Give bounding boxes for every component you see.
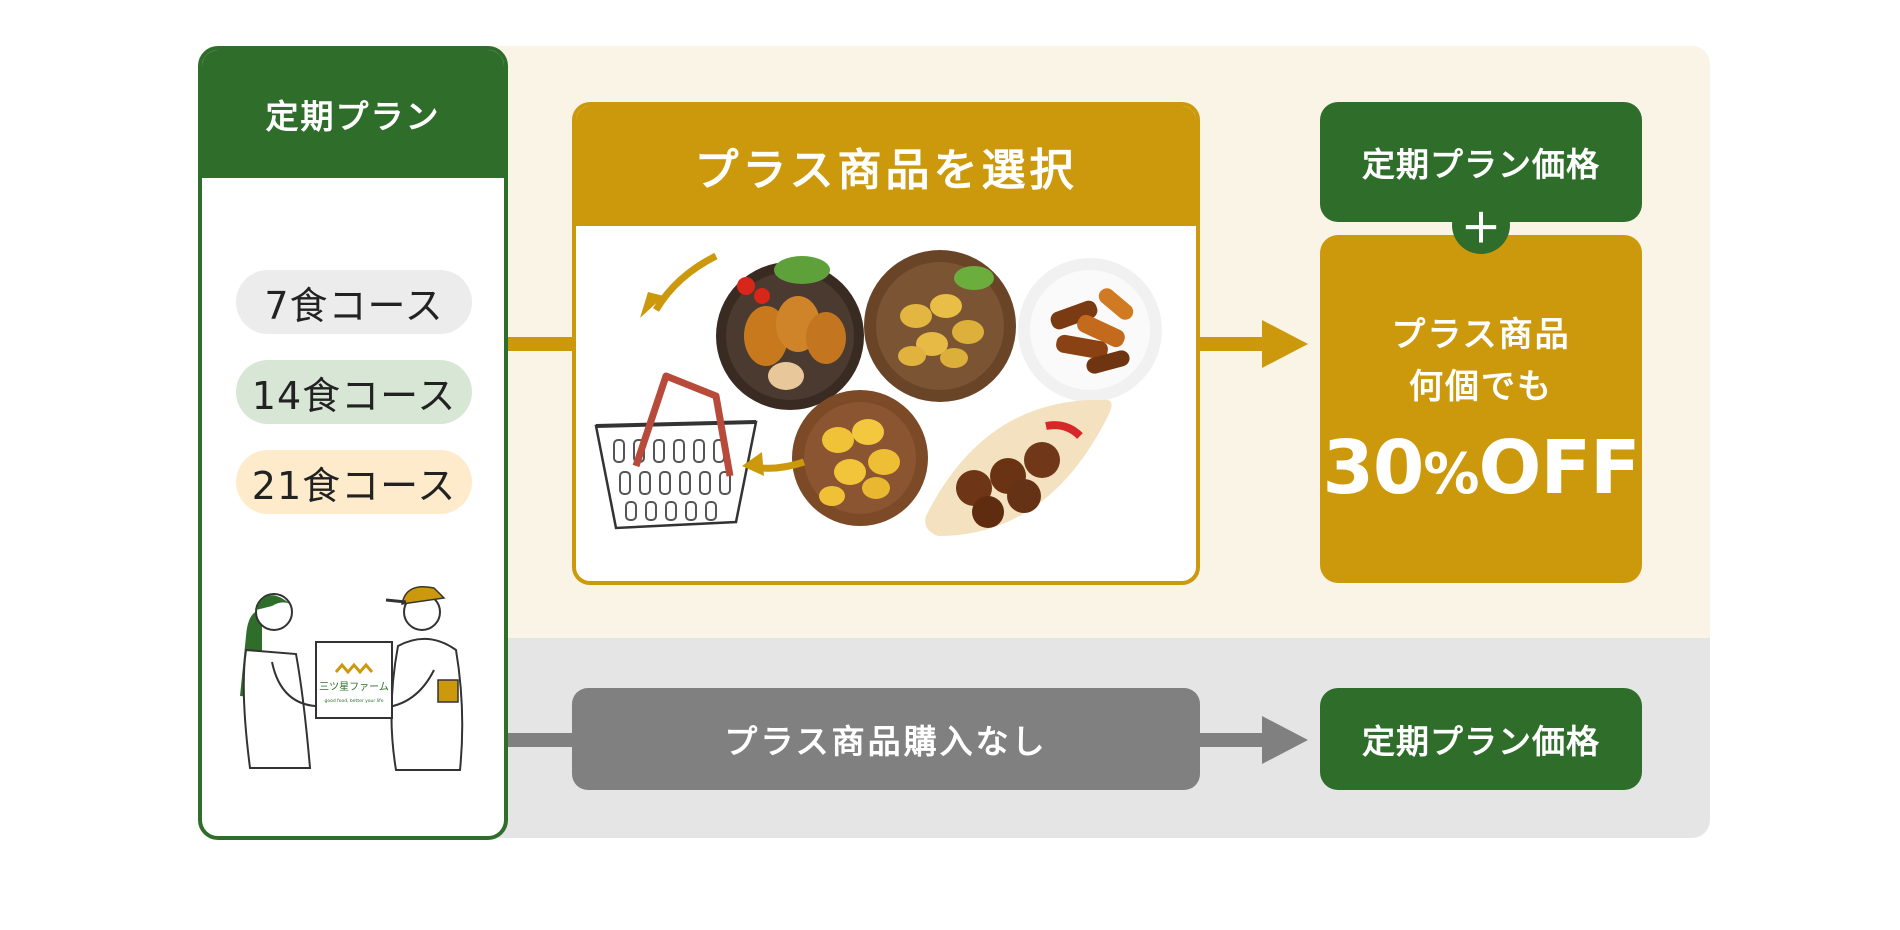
discount-percent: %	[1423, 442, 1479, 507]
connector-select-to-price	[1200, 337, 1264, 351]
course-14: 14食コース	[236, 360, 472, 424]
regular-plan-panel: 定期プラン 7食コース 14食コース 21食コース 三ツ星ファーム good f…	[198, 46, 508, 840]
connector-plan-to-select	[508, 337, 572, 351]
discount-line-2: 何個でも	[1409, 367, 1553, 407]
course-21: 21食コース	[236, 450, 472, 514]
no-plus-purchase-box: プラス商品購入なし	[572, 688, 1200, 790]
delivery-illustration: 三ツ星ファーム good food, better your life	[240, 586, 464, 771]
select-products-title: プラス商品を選択	[576, 106, 1196, 226]
plus-icon: ＋	[1452, 196, 1510, 254]
box-brand-text: 三ツ星ファーム	[319, 681, 389, 693]
regular-plan-price-only-box: 定期プラン価格	[1320, 688, 1642, 790]
food-products-illustration	[594, 250, 1162, 536]
discount-number: 30	[1322, 425, 1424, 511]
plus-discount-box: プラス商品 何個でも 30%OFF	[1320, 235, 1642, 583]
plan-title: 定期プラン	[202, 50, 504, 178]
course-7: 7食コース	[236, 270, 472, 334]
connector-nobuy-to-price	[1200, 733, 1264, 747]
connector-plan-to-nobuy	[508, 733, 572, 747]
box-tagline-text: good food, better your life	[324, 698, 383, 704]
discount-value: 30%OFF	[1320, 425, 1642, 511]
discount-line-1: プラス商品	[1391, 315, 1571, 355]
arrow-right-gold-icon	[1262, 320, 1308, 368]
discount-off: OFF	[1478, 425, 1641, 511]
arrow-right-grey-icon	[1262, 716, 1308, 764]
select-plus-products-panel: プラス商品を選択	[572, 102, 1200, 585]
